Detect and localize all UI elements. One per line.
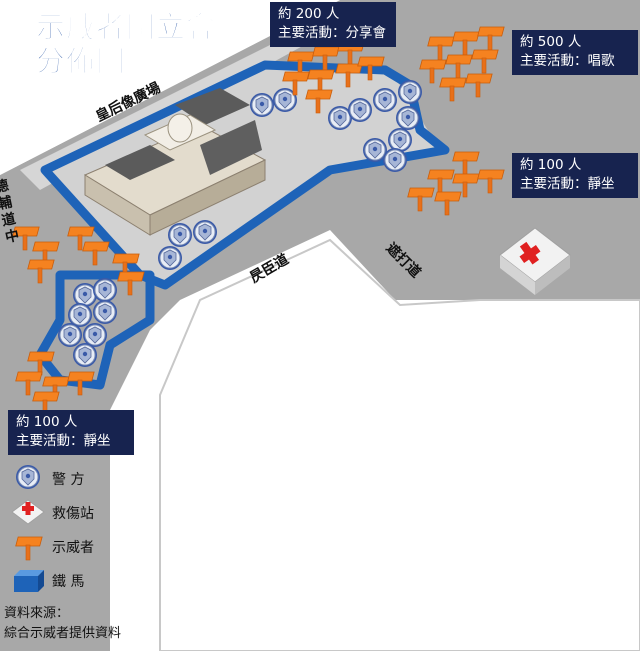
city-block	[159, 238, 640, 651]
first-aid-station	[499, 227, 571, 295]
legend-barrier-icon	[14, 570, 44, 592]
legend-police: 警 方	[10, 462, 160, 494]
barrier-west	[35, 270, 155, 390]
upper-left-block	[0, 0, 340, 175]
legend-barrier: 鐵 馬	[10, 564, 160, 596]
callout-activity: 主要活動：靜坐	[520, 176, 615, 192]
source-text: 綜合示威者提供資料	[4, 626, 122, 641]
legco-building	[83, 88, 267, 236]
callout-count: 約 100 人	[520, 157, 582, 173]
callout-southeast: 約 100 人 主要活動：靜坐	[512, 153, 638, 198]
callout-activity: 主要活動：分享會	[278, 25, 386, 41]
legend-protester: 示威者	[10, 530, 160, 562]
legend-label: 示威者	[52, 540, 94, 556]
source-heading: 資料來源：	[4, 606, 70, 621]
callout-activity: 主要活動：唱歌	[520, 53, 615, 69]
callout-west: 約 100 人 主要活動：靜坐	[8, 410, 134, 455]
map-subtitle: 分佈圖	[35, 44, 127, 79]
map-title: 示威者圍立會	[35, 10, 217, 45]
callout-activity: 主要活動：靜坐	[16, 433, 111, 449]
legend-label: 警 方	[52, 472, 85, 488]
legend-first-aid-icon	[11, 499, 45, 525]
callout-east: 約 500 人 主要活動：唱歌	[512, 30, 638, 75]
source-note: 資料來源： 綜合示威者提供資料	[4, 604, 121, 644]
callout-count: 約 500 人	[520, 34, 582, 50]
callout-north: 約 200 人 主要活動：分享會	[270, 2, 396, 47]
callout-count: 約 200 人	[278, 6, 340, 22]
legend-first-aid: 救傷站	[10, 496, 160, 528]
legend-label: 救傷站	[52, 506, 94, 522]
legend-label: 鐵 馬	[52, 574, 85, 590]
callout-count: 約 100 人	[16, 414, 78, 430]
